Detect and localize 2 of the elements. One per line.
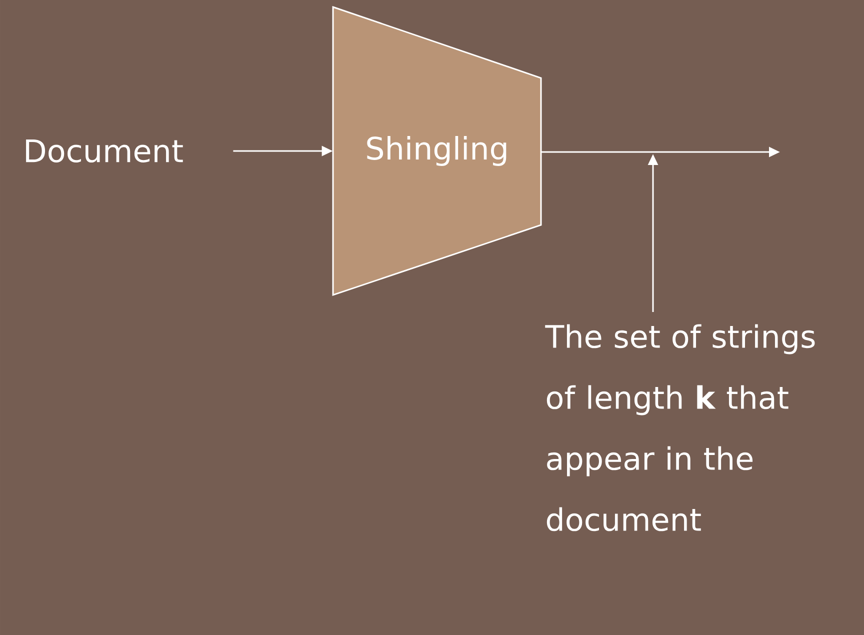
description-text: The set of strings of length k that appear in the document [545,324,815,532]
input-label: Document [26,139,183,163]
